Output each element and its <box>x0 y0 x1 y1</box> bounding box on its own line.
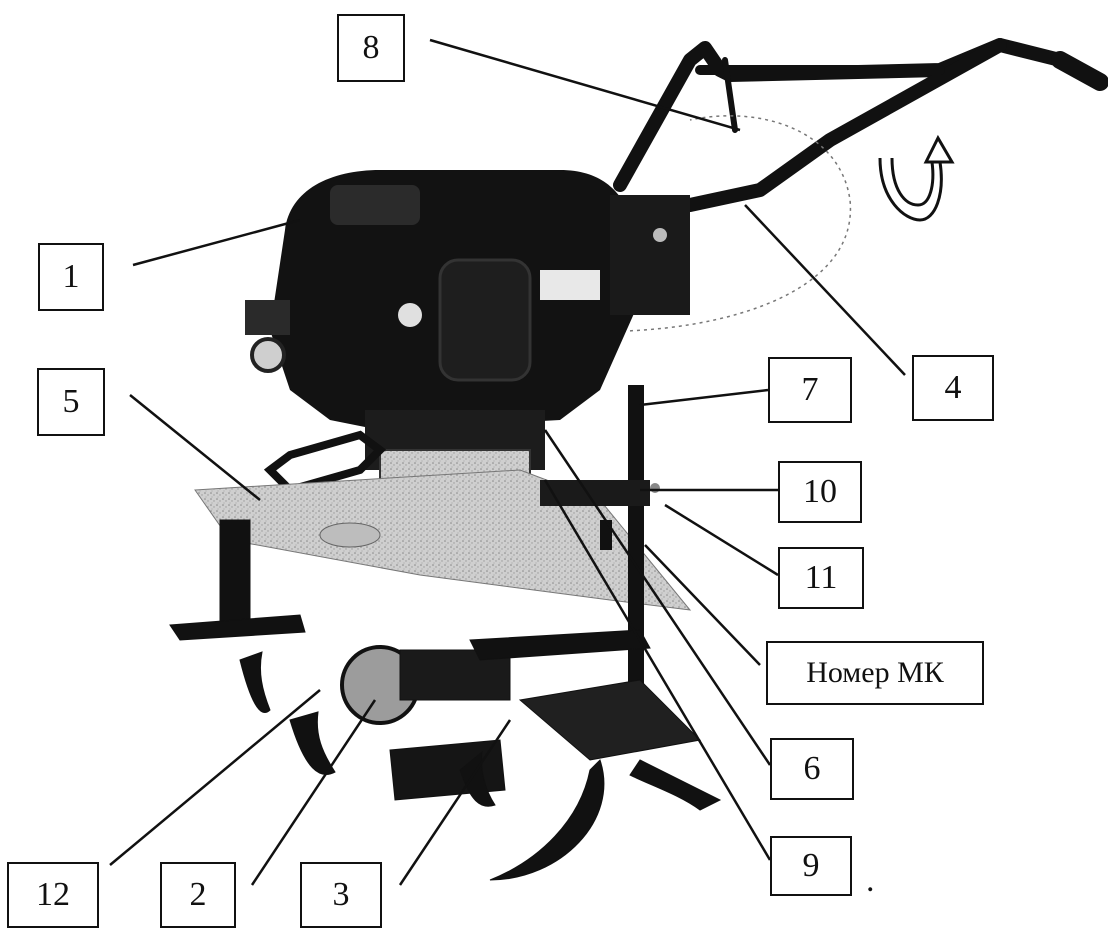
callout-1: 1 <box>38 243 104 311</box>
leader-7 <box>640 390 768 405</box>
leader-11 <box>665 505 778 575</box>
leader-5 <box>130 395 260 500</box>
leader-2 <box>252 700 375 885</box>
callout-mk-number: Номер МК <box>766 641 984 705</box>
leader-1 <box>133 220 300 265</box>
leader-4 <box>745 205 905 375</box>
leader-12 <box>110 690 320 865</box>
leader-9 <box>545 480 770 860</box>
callout-11: 11 <box>778 547 864 609</box>
callout-4: 4 <box>912 355 994 421</box>
callout-6: 6 <box>770 738 854 800</box>
leader-3 <box>400 720 510 885</box>
leader-8 <box>430 40 740 130</box>
callout-12: 12 <box>7 862 99 928</box>
callout-8: 8 <box>337 14 405 82</box>
callout-9: 9 <box>770 836 852 896</box>
callout-5: 5 <box>37 368 105 436</box>
footnote-mark: . <box>866 862 875 900</box>
callout-2: 2 <box>160 862 236 928</box>
leader-6 <box>545 430 770 765</box>
callout-3: 3 <box>300 862 382 928</box>
callout-7: 7 <box>768 357 852 423</box>
callout-10: 10 <box>778 461 862 523</box>
